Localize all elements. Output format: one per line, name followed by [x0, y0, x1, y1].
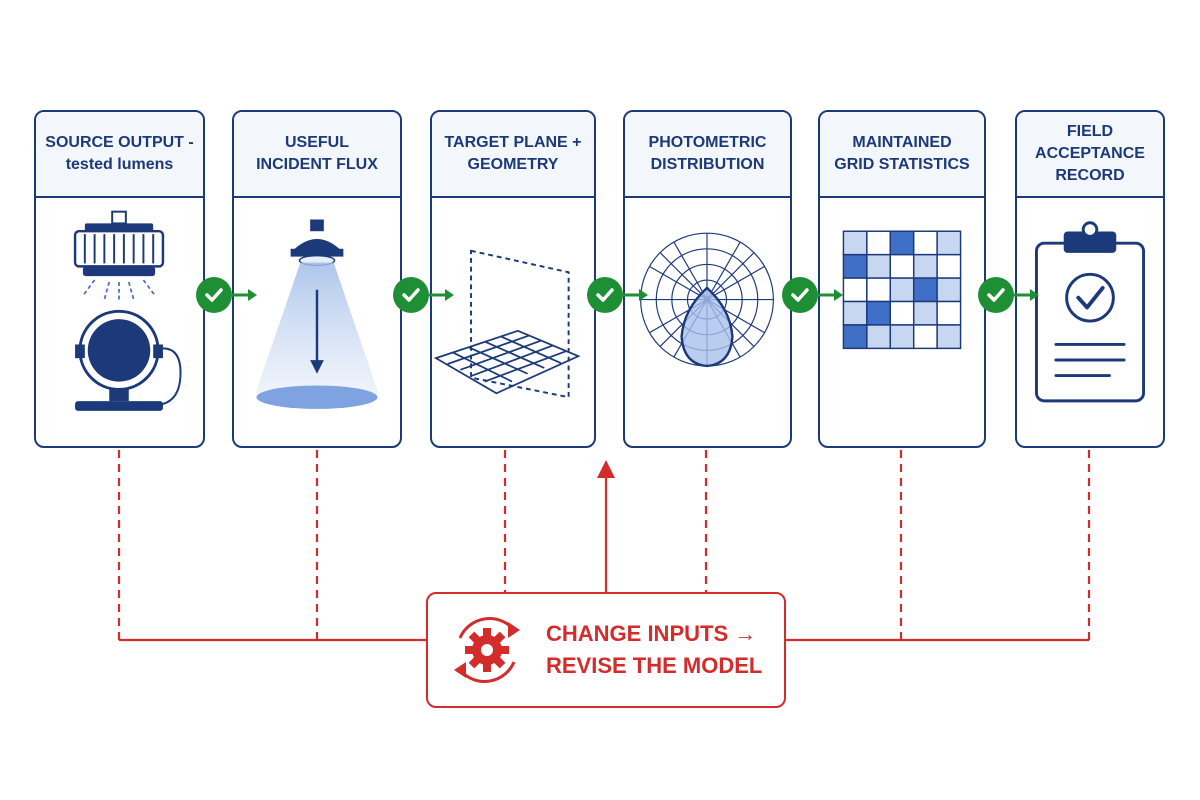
heatmap-grid-icon [820, 200, 984, 446]
heatmap-cell [889, 277, 915, 303]
step-title: FIELD ACCEPTANCE RECORD [1035, 123, 1145, 184]
step-card-incident-flux: USEFUL INCIDENT FLUX [232, 110, 402, 448]
step-card-source-output: SOURCE OUTPUT - tested lumens [34, 110, 205, 448]
heatmap-cell [866, 230, 892, 256]
heatmap-cell [889, 300, 915, 326]
step-title: PHOTOMETRIC DISTRIBUTION [648, 134, 767, 173]
heatmap-cell [842, 300, 868, 326]
heatmap-cell [842, 277, 868, 303]
heatmap-cell [912, 230, 938, 256]
luminaire-and-photometer-icon [36, 200, 203, 446]
check-icon [587, 277, 623, 313]
revise-model-box: CHANGE INPUTS → REVISE THE MODEL [426, 592, 786, 708]
step-card-grid-statistics: MAINTAINED GRID STATISTICS [818, 110, 986, 448]
step-card-field-acceptance: FIELD ACCEPTANCE RECORD [1015, 110, 1165, 448]
step-title: USEFUL INCIDENT FLUX [256, 134, 378, 173]
step-card-photometric: PHOTOMETRIC DISTRIBUTION [623, 110, 792, 448]
step-header: FIELD ACCEPTANCE RECORD [1017, 112, 1163, 198]
clipboard-check-icon [1017, 200, 1163, 446]
heatmap-cell [866, 324, 892, 350]
heatmap-cell [866, 277, 892, 303]
heatmap-cell [936, 277, 962, 303]
heatmap-cell [912, 324, 938, 350]
heatmap-cell [889, 324, 915, 350]
revise-line-2: REVISE THE MODEL [546, 653, 763, 678]
heatmap-cell [866, 253, 892, 279]
heatmap-cell [842, 324, 868, 350]
step-header: TARGET PLANE + GEOMETRY [432, 112, 594, 198]
grid-plane-icon [432, 200, 594, 446]
heatmap-cell [866, 300, 892, 326]
check-icon [393, 277, 429, 313]
heatmap-cell [936, 324, 962, 350]
light-beam-icon [234, 200, 400, 446]
check-icon [196, 277, 232, 313]
check-icon [978, 277, 1014, 313]
heatmap-cell [842, 253, 868, 279]
check-icon [782, 277, 818, 313]
refresh-gear-icon [442, 600, 532, 700]
step-title: SOURCE OUTPUT - tested lumens [45, 134, 194, 173]
heatmap-cell [936, 300, 962, 326]
step-header: MAINTAINED GRID STATISTICS [820, 112, 984, 198]
heatmap-cell [912, 300, 938, 326]
heatmap-cell [889, 230, 915, 256]
step-card-target-plane: TARGET PLANE + GEOMETRY [430, 110, 596, 448]
revise-line-1: CHANGE INPUTS → [546, 621, 757, 646]
step-title: TARGET PLANE + GEOMETRY [444, 134, 582, 173]
heatmap-cell [912, 277, 938, 303]
heatmap-cell [936, 253, 962, 279]
heatmap-cell [842, 230, 868, 256]
step-header: PHOTOMETRIC DISTRIBUTION [625, 112, 790, 198]
polar-plot-icon [625, 200, 790, 446]
heatmap-cell [889, 253, 915, 279]
step-title: MAINTAINED GRID STATISTICS [834, 134, 970, 173]
heatmap-cell [936, 230, 962, 256]
step-header: SOURCE OUTPUT - tested lumens [36, 112, 203, 198]
step-header: USEFUL INCIDENT FLUX [234, 112, 400, 198]
revise-model-label: CHANGE INPUTS → REVISE THE MODEL [546, 618, 762, 682]
heatmap-cell [912, 253, 938, 279]
